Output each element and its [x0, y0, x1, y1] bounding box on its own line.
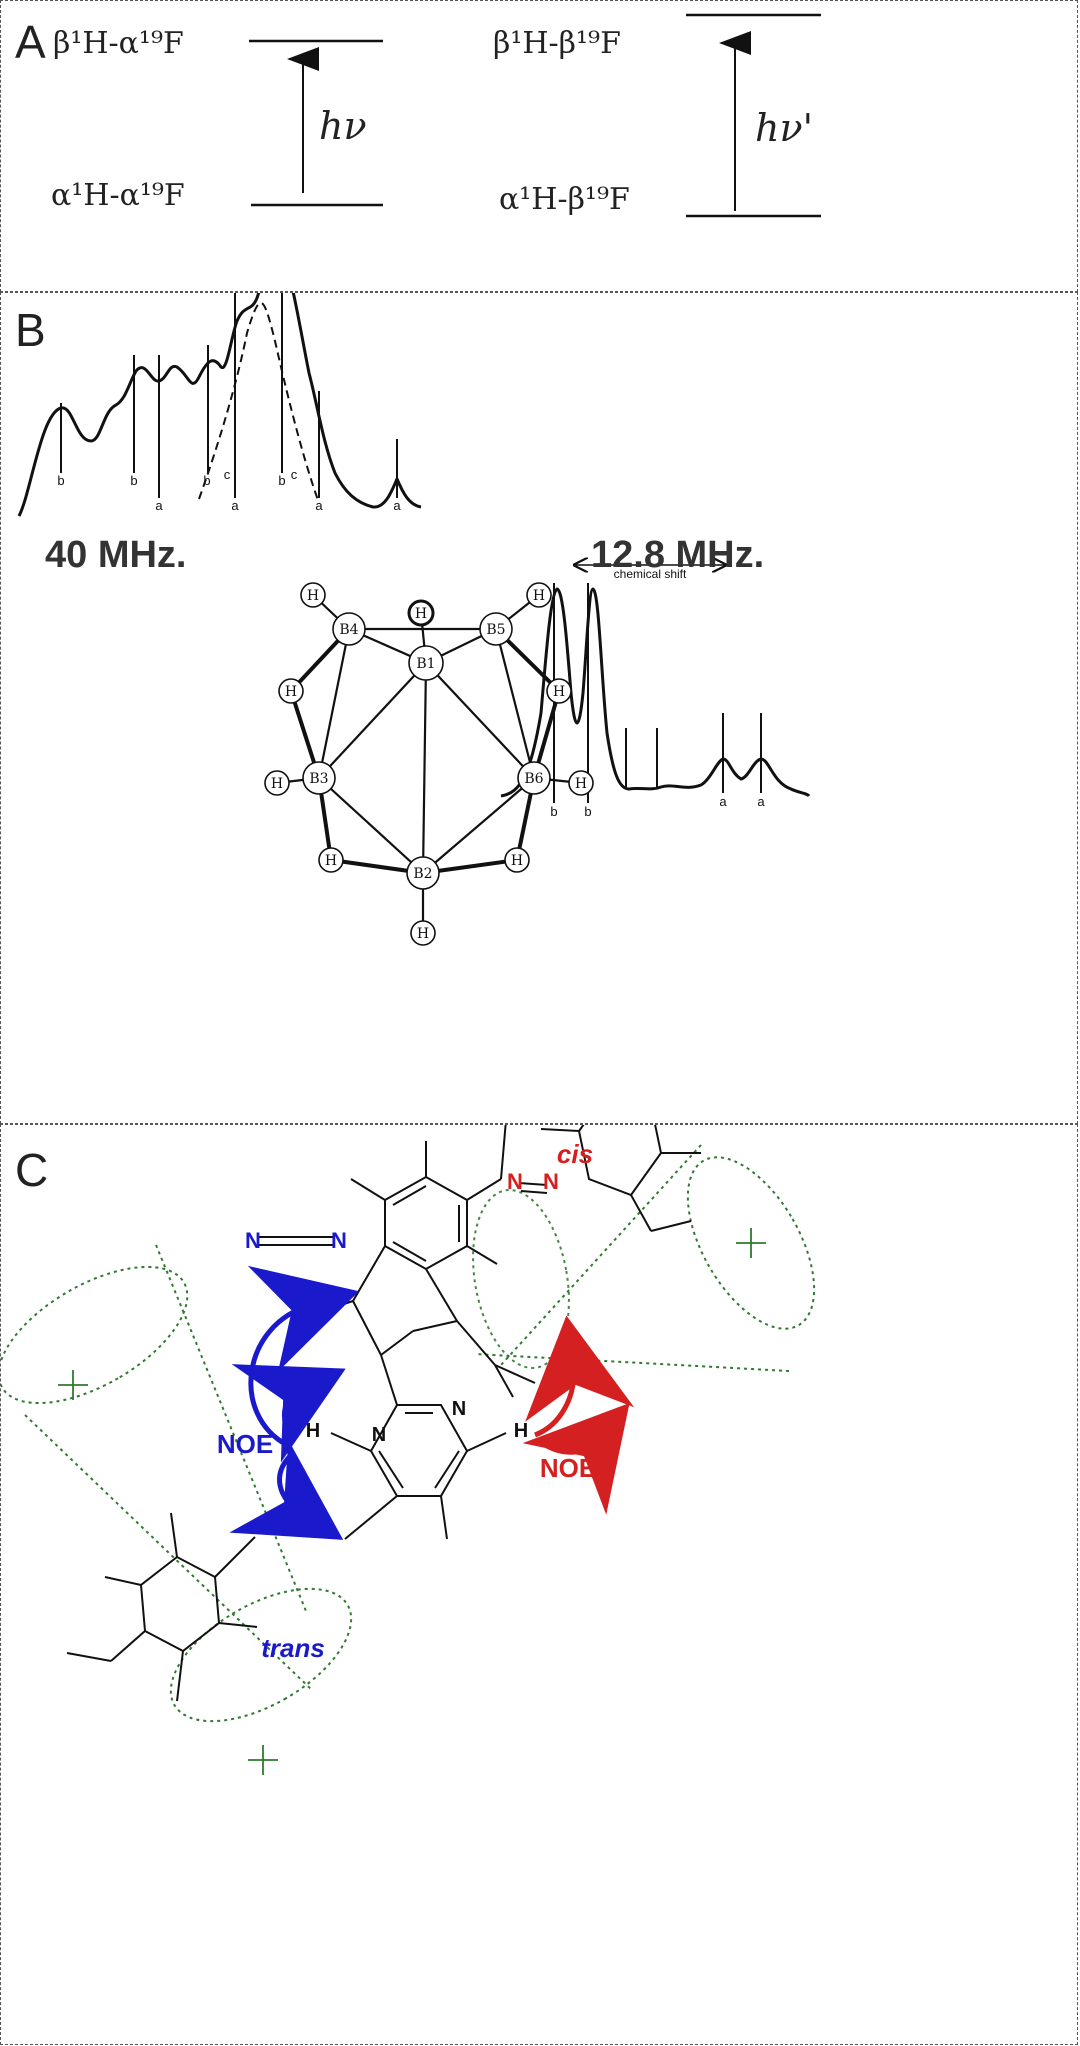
atom-h: H — [285, 684, 297, 700]
azo-n-trans-1: N — [245, 1228, 261, 1253]
amine-n-right: N — [452, 1398, 466, 1420]
peak-label-left-7: b — [278, 473, 285, 488]
panel-c-label: C — [15, 1144, 49, 1196]
panel-c: C — [0, 1124, 1078, 2045]
atom-b1: B1 — [416, 656, 435, 672]
chemical-shift-label: chemical shift — [614, 567, 687, 581]
peak-label-right-4: a — [757, 794, 765, 809]
peak-label-left-10: a — [393, 498, 401, 513]
borane-molecule — [264, 582, 594, 946]
trans-label: trans — [261, 1633, 325, 1663]
lower-state-right: α¹H-β¹⁹F — [499, 182, 630, 217]
peak-label-right-3: a — [719, 794, 727, 809]
azobenzene-trogers-base-structure: N N N N N N H H cis trans NOE NOE — [1, 1125, 816, 1775]
peak-label-left-6: a — [231, 498, 239, 513]
azo-n-cis-2: N — [543, 1169, 559, 1194]
peak-label-left-2: b — [130, 473, 137, 488]
peak-label-left-5: c — [224, 467, 231, 482]
atom-h: H — [575, 776, 587, 792]
energy-level-diagram: β¹H-α¹⁹F α¹H-α¹⁹F hν β¹H-β¹⁹F α¹H-β¹⁹F h… — [51, 13, 821, 218]
atom-h: H — [307, 588, 319, 604]
peak-label-left-4: b — [203, 473, 210, 488]
atom-b6: B6 — [524, 771, 543, 787]
spectrum-dashed-component — [198, 301, 320, 504]
atom-h: H — [415, 606, 427, 622]
peak-label-right-1: b — [550, 804, 557, 819]
bridgehead-h-right: H — [514, 1420, 528, 1442]
cone-centers — [58, 1228, 766, 1775]
peak-label-right-2: b — [584, 804, 591, 819]
peak-label-left-9: a — [315, 498, 323, 513]
atom-h: H — [325, 853, 337, 869]
cis-label: cis — [557, 1139, 593, 1169]
lower-state-left: α¹H-α¹⁹F — [51, 178, 185, 213]
peak-label-left-1: b — [57, 473, 64, 488]
azo-n-cis-1: N — [507, 1169, 523, 1194]
transition-label-right: hν' — [755, 106, 813, 150]
upper-state-left: β¹H-α¹⁹F — [53, 26, 184, 61]
noe-label-right: NOE — [540, 1453, 596, 1483]
noe-arrows-red — [522, 1315, 635, 1515]
azo-bonds — [259, 1182, 548, 1246]
panel-b: B b b a b c — [0, 292, 1078, 1124]
azo-n-trans-2: N — [331, 1228, 347, 1253]
atom-b5: B5 — [486, 622, 505, 638]
bridgehead-h-left: H — [306, 1420, 320, 1442]
atom-b2: B2 — [413, 866, 432, 882]
nmr-spectra-and-molecule: b b a b c a b c a a chemical shift b b a — [17, 293, 811, 946]
stick-lines-right — [553, 583, 762, 803]
noe-label-left: NOE — [217, 1429, 273, 1459]
upper-state-right: β¹H-β¹⁹F — [493, 26, 621, 61]
peak-label-left-8: c — [291, 467, 298, 482]
frequency-label-40mhz: 40 MHz. — [45, 534, 186, 576]
transition-label-left: hν — [319, 104, 367, 148]
spectrum-trace-40mhz — [17, 293, 422, 517]
panel-a-label: A — [15, 16, 46, 68]
peak-label-left-3: a — [155, 498, 163, 513]
atom-b3: B3 — [309, 771, 328, 787]
amine-n-left: N — [372, 1424, 386, 1446]
atom-h: H — [511, 853, 523, 869]
spectrum-trace-12mhz — [500, 587, 811, 798]
panel-b-label: B — [15, 304, 46, 356]
atom-h: H — [533, 588, 545, 604]
atom-h: H — [271, 776, 283, 792]
stick-lines-left — [60, 293, 398, 498]
atom-h: H — [553, 684, 565, 700]
atom-b4: B4 — [339, 622, 358, 638]
molecule-skeleton — [66, 1125, 701, 1702]
atom-h: H — [417, 926, 429, 942]
panel-a: A β¹H-α¹⁹F α¹H-α¹⁹F hν β¹H-β¹⁹F α¹H-β¹⁹F… — [0, 0, 1078, 292]
noe-arrows-blue — [229, 1265, 360, 1540]
frequency-label-12mhz: 12.8 MHz. — [591, 534, 764, 576]
cone-outlines — [1, 1144, 816, 1723]
